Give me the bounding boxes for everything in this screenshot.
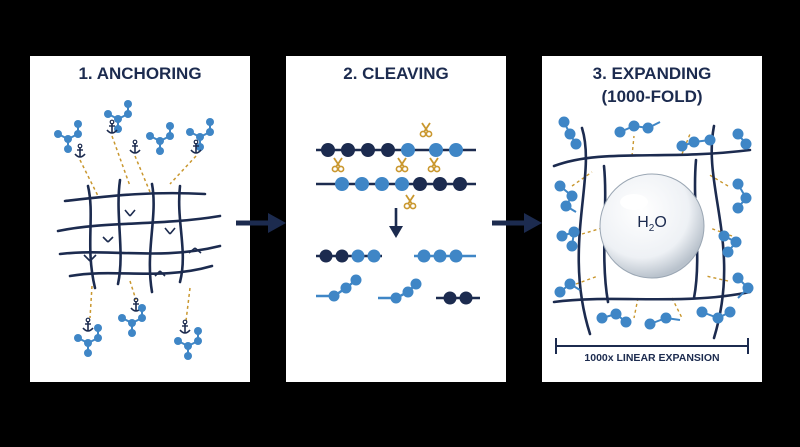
arrow-right-icon (236, 213, 286, 233)
scissors-icon (419, 122, 433, 138)
molecule (145, 121, 175, 156)
expanding-illustration (552, 116, 754, 354)
scissors-icon (331, 157, 345, 173)
panel-title-cleaving: 2. CLEAVING (343, 64, 449, 83)
panel-expanding: 3. EXPANDING (1000-FOLD) (542, 56, 762, 382)
chain-fragments (316, 249, 480, 305)
cleaving-illustration (316, 122, 480, 305)
panel-subtitle-fold: (1000-FOLD) (601, 87, 703, 106)
panel-title-anchoring: 1. ANCHORING (78, 64, 202, 83)
scissors-icon (403, 194, 417, 210)
panel-title-expanding: 3. EXPANDING (592, 64, 712, 83)
polymer-network (56, 178, 222, 294)
water-droplet-icon (599, 173, 705, 279)
anchor-icon (82, 317, 94, 332)
water-label: H2O (637, 214, 667, 235)
scissors-icon (395, 157, 409, 173)
anchor-icon (129, 139, 141, 154)
anchoring-illustration (53, 99, 222, 361)
scissors-icon (427, 157, 441, 173)
molecule (103, 99, 133, 134)
expansion-scale-bar (555, 338, 749, 354)
molecule (53, 119, 83, 154)
polymer-chain (335, 177, 467, 191)
network-branches (83, 209, 202, 277)
anchor-icon (74, 143, 86, 158)
arrow-right-icon (492, 213, 542, 233)
panel-cleaving: 2. CLEAVING (286, 56, 506, 382)
expansion-caption: 1000x LINEAR EXPANSION (584, 352, 720, 364)
crosslink-tethers (571, 133, 733, 319)
molecule (185, 117, 215, 152)
arrow-down-icon (389, 208, 403, 238)
polymer-chain (321, 143, 463, 157)
panel-anchoring: 1. ANCHORING (30, 56, 250, 382)
expanded-molecules (554, 116, 754, 330)
anchor-tethers (79, 135, 197, 322)
anchor-icon (179, 319, 191, 334)
